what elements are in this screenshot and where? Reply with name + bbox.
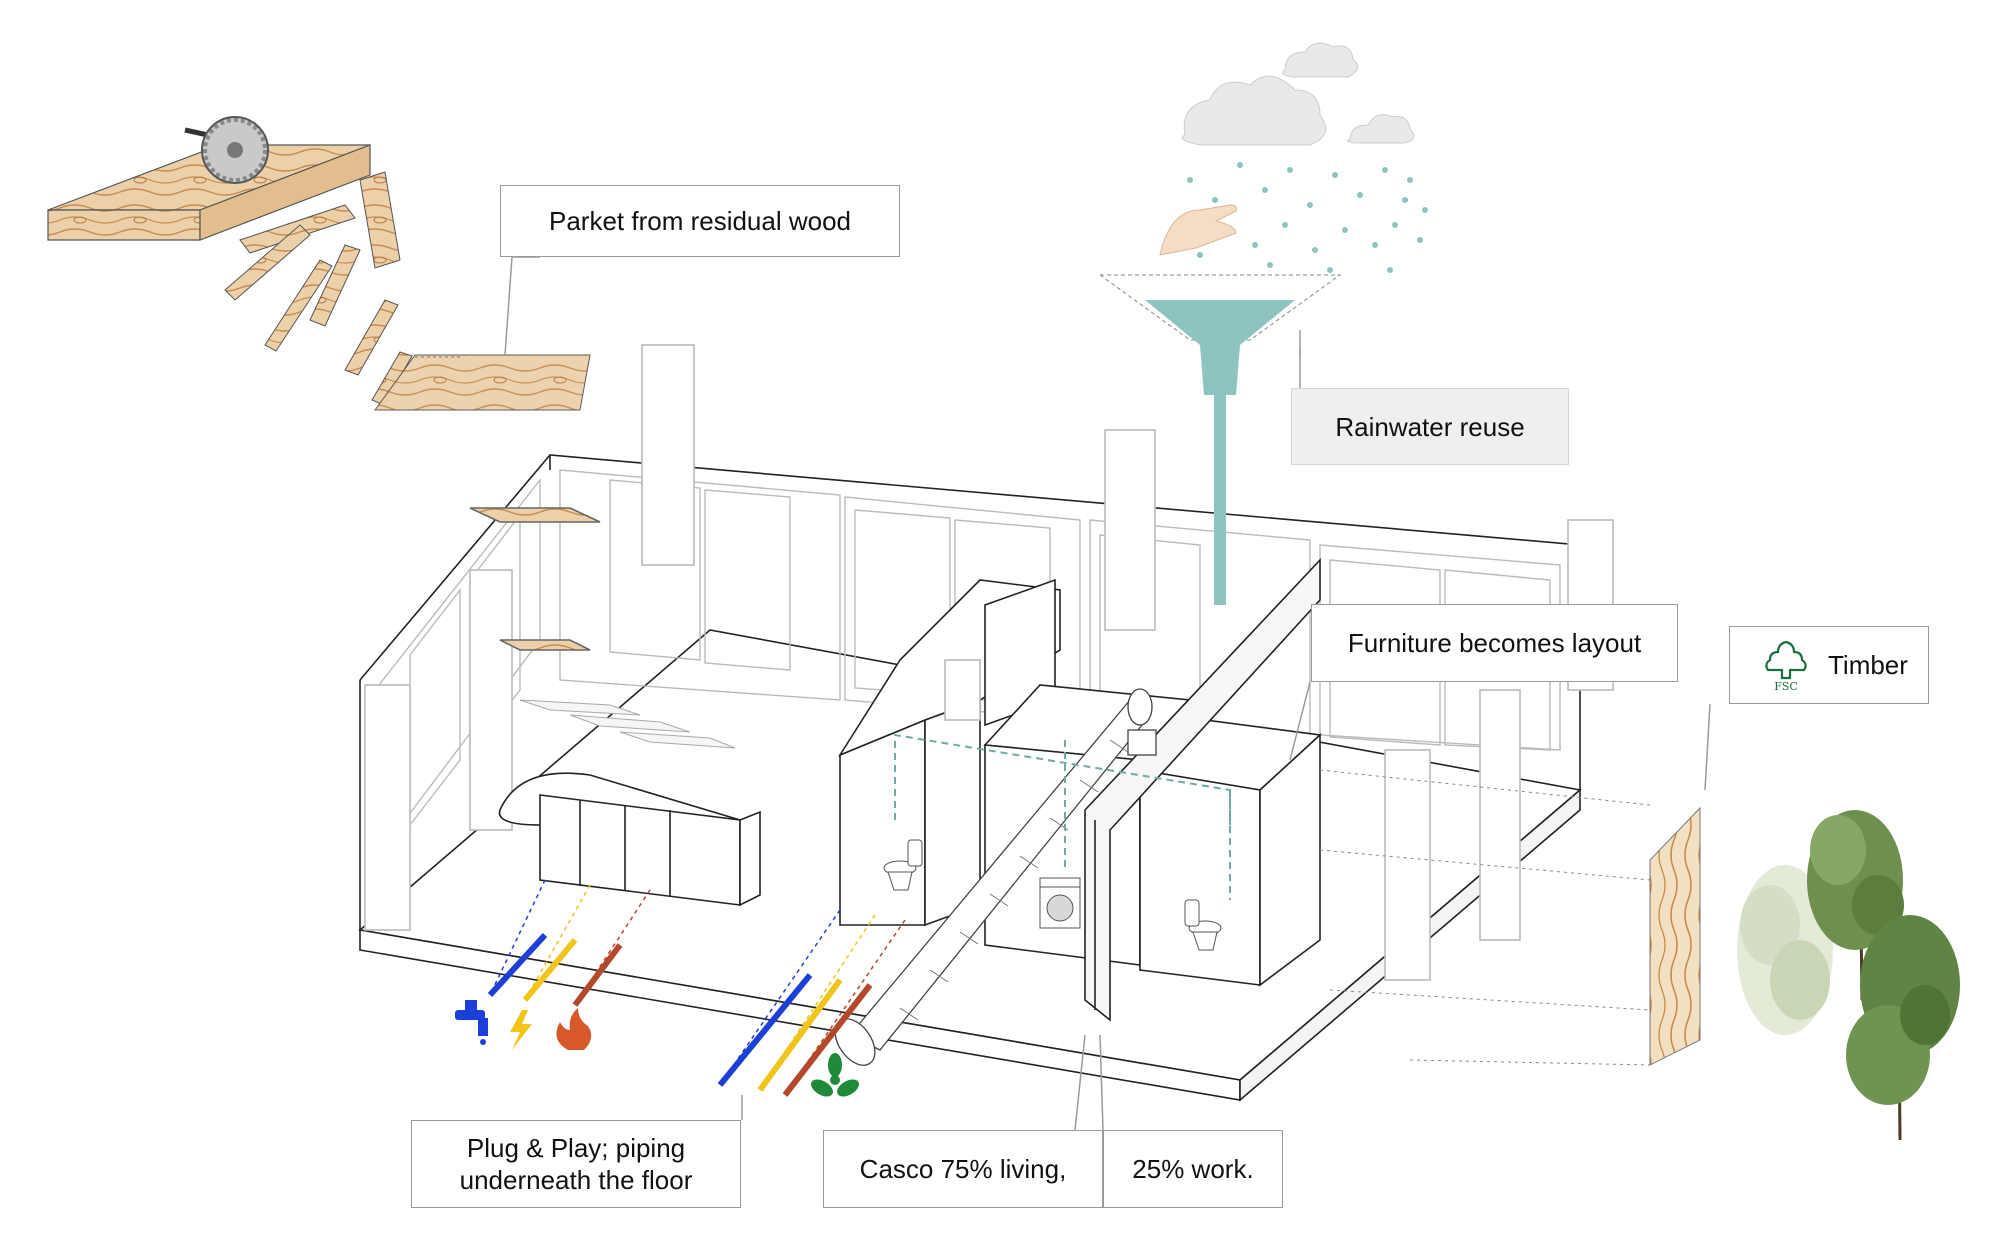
flame-icon	[556, 1008, 592, 1050]
callout-rainwater: Rainwater reuse	[1291, 388, 1569, 465]
cloud-icon	[1181, 42, 1415, 146]
water-tap-icon	[455, 1000, 488, 1045]
fsc-tree-icon: FSC	[1765, 640, 1807, 692]
washing-machine-icon	[1039, 877, 1081, 929]
fsc-logo-text: FSC	[1774, 680, 1798, 692]
callout-work-label: 25% work.	[1132, 1154, 1254, 1184]
callout-parket: Parket from residual wood	[500, 185, 900, 257]
lightning-icon	[510, 1010, 532, 1050]
utility-pipes-group-2	[717, 909, 906, 1097]
rain-funnel	[1098, 274, 1342, 605]
ventilation-duct	[834, 688, 1157, 1066]
hand-icon	[1159, 204, 1237, 256]
timber-board	[1649, 806, 1701, 1066]
callout-plug-line-1: Plug & Play; piping	[466, 1133, 686, 1163]
saw-blade-icon	[184, 116, 269, 184]
toilet-icon	[1184, 899, 1222, 951]
tree-icon	[1846, 915, 1960, 1141]
water-distribution-lines	[894, 733, 1231, 900]
callout-work: 25% work.	[1103, 1130, 1283, 1208]
callout-plug-and-play: Plug & Play; piping underneath the floor	[411, 1120, 741, 1208]
utility-pipes-group-1	[487, 879, 651, 1007]
fan-icon	[811, 1053, 859, 1097]
callout-furniture-label: Furniture becomes layout	[1347, 628, 1642, 658]
toilet-icon	[883, 839, 923, 891]
callout-casco: Casco 75% living,	[823, 1130, 1103, 1208]
tree-icon	[1737, 865, 1833, 1035]
rain-cloud-illustration	[1159, 42, 1428, 273]
callout-timber: FSC Timber	[1729, 626, 1929, 704]
callout-furniture: Furniture becomes layout	[1311, 604, 1678, 682]
wood-slab-illustration	[47, 116, 371, 241]
callout-plug-line-2: underneath the floor	[459, 1165, 693, 1195]
callout-parket-label: Parket from residual wood	[548, 206, 852, 236]
raindrop-icon	[1187, 162, 1428, 273]
parket-leader	[504, 256, 513, 356]
callout-casco-label: Casco 75% living,	[859, 1154, 1067, 1184]
callout-timber-label: Timber	[1828, 650, 1908, 680]
tree-icon	[1807, 810, 1904, 1001]
callout-rainwater-label: Rainwater reuse	[1335, 411, 1525, 442]
wood-planks	[224, 171, 591, 411]
